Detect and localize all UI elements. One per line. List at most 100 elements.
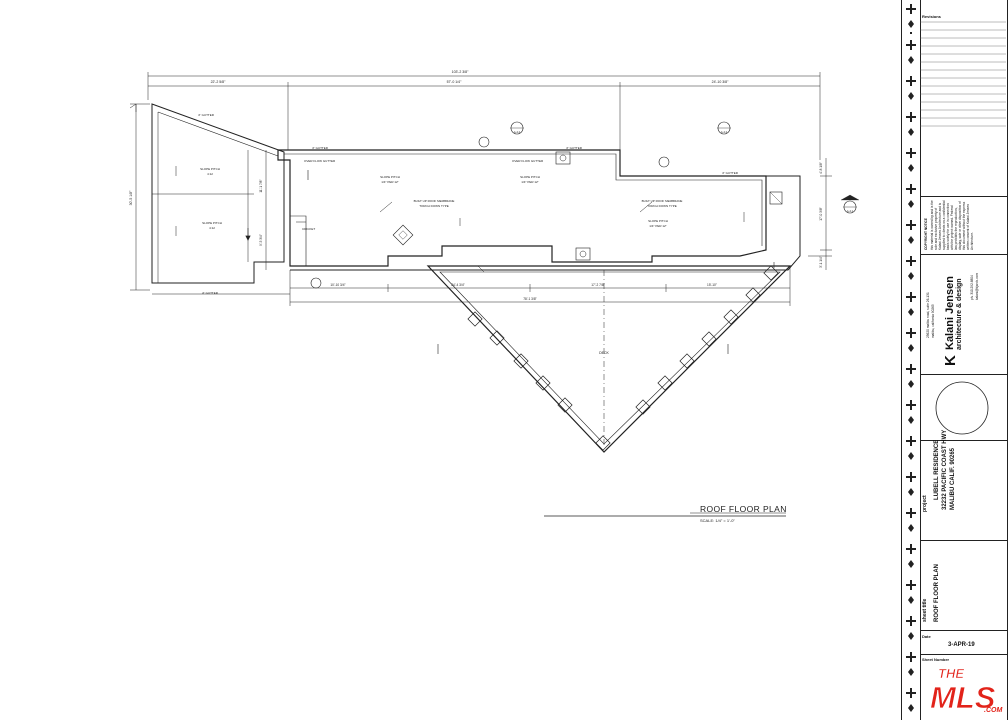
- border-pattern-mark: [908, 92, 914, 100]
- border-pattern-mark: [906, 80, 916, 82]
- border-pattern-mark: [906, 116, 916, 118]
- architect-seal: [935, 381, 989, 435]
- section-marker-2: A-4.2: [721, 130, 728, 134]
- note-membrane-2: BUILT UP ROOF MEMBRANE: [642, 199, 683, 203]
- border-pattern-mark: [906, 188, 916, 190]
- border-pattern-mark: [906, 332, 916, 334]
- border-pattern-mark: [908, 236, 914, 244]
- note-torch-1: TORCH DOWN TYPE: [419, 204, 449, 208]
- dim-right-1: 4'-8 1/8": [819, 162, 823, 174]
- dim-left-vert: 30'-5 1/8": [129, 190, 133, 206]
- title-block-border-strip: [901, 0, 921, 720]
- dim-left-small: 11'-1 7/8": [259, 179, 263, 192]
- revisions-label: Revisions: [922, 14, 941, 19]
- border-pattern-mark: [906, 260, 916, 262]
- mls-watermark: THE MLS .COM: [928, 664, 1006, 716]
- dim-top-mid: 57'-0 1/4": [447, 80, 463, 84]
- border-pattern-mark: [908, 560, 914, 568]
- border-pattern-mark: [906, 476, 916, 478]
- project-label: project: [922, 495, 928, 512]
- date-label: Date: [922, 634, 931, 639]
- border-pattern-mark: [908, 488, 914, 496]
- mls-logo-icon: THE MLS .COM: [930, 666, 1003, 716]
- title-block: Revisions COPYRIGHT NOTICE this material…: [901, 0, 1008, 720]
- firm-tagline: architecture & design: [956, 278, 963, 350]
- note-slope-val-2: 4:12: [209, 226, 215, 230]
- note-slope-1: SLOPE PITCH: [200, 167, 220, 171]
- revision-lines: [920, 21, 1006, 127]
- date-value: 3-APR-19: [948, 642, 975, 648]
- svg-text:.COM: .COM: [984, 707, 1002, 714]
- note-slope-5: SLOPE PITCH: [648, 219, 668, 223]
- border-pattern-mark: [906, 368, 916, 370]
- border-pattern-mark: [906, 512, 916, 514]
- border-pattern-mark: [908, 128, 914, 136]
- note-slope-val-3: 1/4" PER 12": [381, 180, 398, 184]
- border-pattern-mark: [906, 224, 916, 226]
- note-gutter-1: 4" GUTTER: [198, 113, 215, 117]
- firm-email: kalani@kjarch.com: [975, 273, 979, 300]
- sheet-number-label: Sheet Number: [922, 657, 950, 662]
- drawing-title: ROOF FLOOR PLAN: [700, 504, 787, 514]
- border-pattern-mark: [908, 596, 914, 604]
- note-slope-val-4: 1/4" PER 12": [521, 180, 538, 184]
- title-block-panel: Revisions COPYRIGHT NOTICE this material…: [920, 0, 1008, 720]
- border-pattern-mark: [906, 548, 916, 550]
- note-slope-val-1: 4:12: [207, 172, 213, 176]
- note-slope-4: SLOPE PITCH: [520, 175, 540, 179]
- border-pattern-mark: [908, 380, 914, 388]
- border-pattern-mark: [906, 404, 916, 406]
- note-cricket: CRICKET: [302, 227, 315, 231]
- svg-text:MLS: MLS: [930, 680, 996, 715]
- dim-right-3: 3'-1 1/4": [819, 256, 823, 268]
- note-torch-2: TORCH DOWN TYPE: [647, 204, 677, 208]
- note-deck: DECK: [599, 351, 609, 355]
- section-marker-3: A-4.1: [847, 209, 854, 213]
- border-pattern-mark: [906, 152, 916, 154]
- sheet-title: ROOF FLOOR PLAN: [934, 564, 940, 622]
- dim-bottom-3: 17'-2 7/8": [591, 283, 604, 287]
- project-city: MALIBU CALIF. 90265: [950, 447, 956, 510]
- dim-left-small2: 9'-5 3/4": [259, 234, 263, 246]
- note-overflow-1: OVER FLOW GUTTER: [304, 159, 336, 163]
- roof-floor-plan-drawing: 103'-2 3/8" 22'-2 5/8" 57'-0 1/4" 24'-10…: [129, 70, 860, 523]
- dim-bottom-total: 78'-1 3/8": [523, 297, 536, 301]
- border-pattern-mark: [906, 440, 916, 442]
- border-pattern-mark: [908, 272, 914, 280]
- note-slope-2: SLOPE PITCH: [202, 221, 222, 225]
- border-pattern-mark: [908, 416, 914, 424]
- note-slope-val-5: 1/4" PER 12": [649, 224, 666, 228]
- dim-right-2: 17'-0 3/8": [819, 207, 823, 220]
- project-street: 32232 PACIFIC COAST HWY: [942, 429, 948, 510]
- drawing-scale: SCALE: 1/4" = 1'-0": [700, 518, 735, 523]
- sheet-title-label: sheet title: [922, 598, 928, 622]
- project-name: LUBELL RESIDENCE: [934, 439, 940, 500]
- copyright-body: this material is owned by and is the sol…: [930, 200, 974, 250]
- border-pattern-mark: [908, 200, 914, 208]
- border-pattern-mark: [908, 452, 914, 460]
- note-gutter-3: 4" GUTTER: [566, 146, 583, 150]
- border-pattern-mark: [908, 632, 914, 640]
- border-pattern: [906, 4, 916, 712]
- note-slope-3: SLOPE PITCH: [380, 175, 400, 179]
- dim-bottom-1: 10'-10 3/4": [330, 283, 345, 287]
- section-marker-1: A-4.2: [514, 130, 521, 134]
- dim-top-right: 24'-10 3/8": [712, 80, 729, 84]
- dim-top-left: 22'-2 5/8": [211, 80, 227, 84]
- border-pattern-mark: [908, 308, 914, 316]
- border-pattern-mark: [908, 56, 914, 64]
- border-pattern-mark: [906, 656, 916, 658]
- border-pattern-mark: [908, 524, 914, 532]
- border-pattern-mark: [906, 692, 916, 694]
- note-gutter-5: 4" GUTTER: [202, 291, 219, 295]
- border-pattern-mark: [908, 668, 914, 676]
- dim-overall: 103'-2 3/8": [452, 70, 469, 74]
- copyright-title: COPYRIGHT NOTICE: [924, 218, 928, 250]
- border-pattern-mark: [908, 164, 914, 172]
- note-membrane-1: BUILT UP ROOF MEMBRANE: [414, 199, 455, 203]
- border-pattern-mark: [908, 704, 914, 712]
- dim-bottom-2: 24'-4 3/4": [451, 283, 464, 287]
- firm-logo-mark: K: [942, 355, 959, 366]
- border-pattern-mark: [906, 44, 916, 46]
- firm-phone: ph. 310.292.6804: [970, 275, 974, 300]
